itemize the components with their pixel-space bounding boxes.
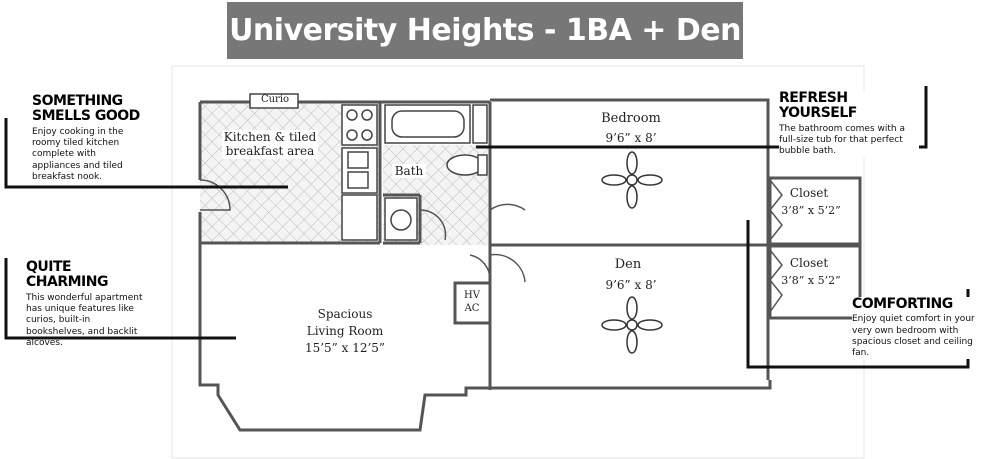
closet2-name: Closet <box>789 256 829 270</box>
curio-label: Curio <box>260 94 290 105</box>
callout-bath-heading: REFRESH YOURSELF <box>779 90 857 122</box>
door-swings <box>199 179 783 313</box>
bath-fixtures <box>384 104 488 241</box>
callout-kitchen-heading: SOMETHING SMELLS GOOD <box>32 93 140 125</box>
hvac-bottom-label: AC <box>464 303 480 314</box>
callout-bath-body: The bathroom comes with a full-size tub … <box>779 123 905 157</box>
kitchen-appliances <box>341 104 378 241</box>
charming-leader <box>4 258 236 340</box>
exterior-walls <box>198 98 862 432</box>
bedroom-size: 9’6” x 8’ <box>605 131 657 145</box>
hvac-top-label: HV <box>464 290 480 301</box>
closet1-name: Closet <box>789 186 829 200</box>
page-title: University Heights - 1BA + Den <box>229 13 741 48</box>
callout-charming-body: This wonderful apartment has unique feat… <box>26 292 143 348</box>
den-size: 9’6” x 8’ <box>605 278 657 292</box>
callout-comforting-body: Enjoy quiet comfort in your very own bed… <box>852 314 975 359</box>
title-banner: University Heights - 1BA + Den <box>227 2 743 59</box>
bath-leader <box>476 86 928 149</box>
callout-bath: REFRESH YOURSELF The bathroom comes with… <box>779 90 919 158</box>
closet1-size: 3’8” x 5’2” <box>781 204 841 217</box>
callout-kitchen: SOMETHING SMELLS GOOD Enjoy cooking in t… <box>32 93 142 183</box>
callout-charming-heading: QUITE CHARMING <box>26 259 108 291</box>
den-name: Den <box>614 257 642 272</box>
bath-label: Bath <box>392 164 426 179</box>
den-fan-icon <box>601 296 663 354</box>
kitchen-label: Kitchen & tiled breakfast area <box>222 130 318 159</box>
bedroom-fan-icon <box>601 151 663 209</box>
closet2-size: 3’8” x 5’2” <box>781 274 841 287</box>
callout-comforting-heading: COMFORTING <box>852 296 953 312</box>
living-line1: Spacious <box>317 307 373 321</box>
living-line2: Living Room <box>306 324 384 338</box>
curio-box <box>249 93 299 109</box>
callout-comforting: COMFORTING Enjoy quiet comfort in your v… <box>852 296 992 360</box>
callout-kitchen-body: Enjoy cooking in the roomy tiled kitchen… <box>32 126 124 182</box>
kitchen-leader <box>4 118 288 189</box>
bedroom-name: Bedroom <box>601 111 661 126</box>
callout-charming: QUITE CHARMING This wonderful apartment … <box>26 259 146 349</box>
living-size: 15’5” x 12’5” <box>304 341 386 355</box>
